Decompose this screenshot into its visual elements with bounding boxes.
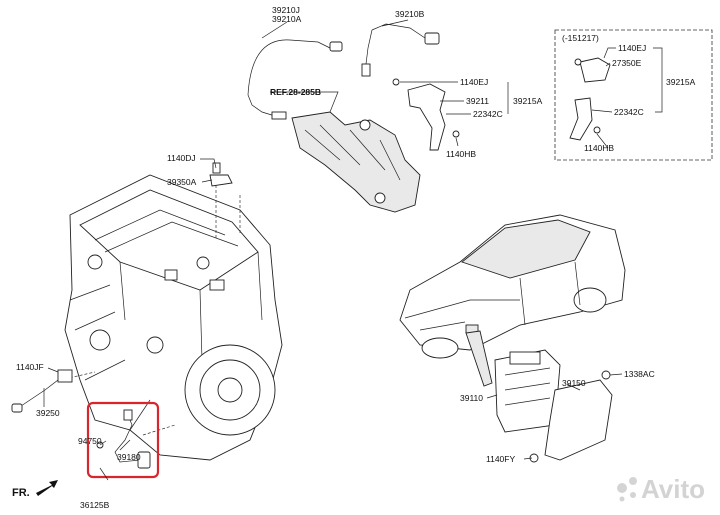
label-1338AC: 1338AC xyxy=(624,369,655,379)
engine-block xyxy=(64,174,283,461)
label-ref: REF.28-285B xyxy=(270,87,321,97)
label-39211: 39211 xyxy=(466,96,489,106)
label-22342C-inset: 22342C xyxy=(614,107,644,117)
label-1140HB-main: 1140HB xyxy=(446,149,476,159)
ecu-bracket xyxy=(529,370,613,463)
label-1140EJ-inset: 1140EJ xyxy=(618,43,646,53)
label-39350A: 39350A xyxy=(167,177,197,187)
watermark-text: Avito xyxy=(641,474,705,504)
exhaust-manifold xyxy=(291,111,421,213)
label-94750: 94750 xyxy=(78,436,102,446)
label-36125B: 36125B xyxy=(80,500,110,510)
cam-position-sensor xyxy=(209,162,233,187)
label-1140DJ: 1140DJ xyxy=(167,153,196,163)
label-27350E: 27350E xyxy=(612,58,642,68)
label-39215A-main: 39215A xyxy=(513,96,543,106)
car-illustration xyxy=(399,214,626,359)
sensor-bracket xyxy=(392,78,460,151)
label-39215A-inset: 39215A xyxy=(666,77,696,87)
label-1140JF: 1140JF xyxy=(16,362,44,372)
label-1140EJ-main: 1140EJ xyxy=(460,77,488,87)
label-39210J: 39210J xyxy=(272,5,300,15)
ecu-module xyxy=(494,349,561,433)
label-39250: 39250 xyxy=(36,408,60,418)
label-39210A: 39210A xyxy=(272,14,302,24)
front-arrow-icon xyxy=(36,480,58,496)
label-39180: 39180 xyxy=(117,452,141,462)
knock-sensor xyxy=(11,369,73,413)
oxygen-sensor-front xyxy=(247,39,343,120)
label-front: FR. xyxy=(12,487,30,499)
label-1140FY: 1140FY xyxy=(486,454,515,464)
inset-box xyxy=(554,29,713,161)
inset-title: (-151217) xyxy=(562,33,599,43)
part-labels: 39210J 39210A 39210B REF.28-285B 1140EJ … xyxy=(12,5,696,510)
label-39210B: 39210B xyxy=(395,9,425,19)
label-39110: 39110 xyxy=(460,393,483,403)
label-1140HB-inset: 1140HB xyxy=(584,143,614,153)
label-22342C-main: 22342C xyxy=(473,109,503,119)
label-39150: 39150 xyxy=(562,378,586,388)
leader-lines xyxy=(43,19,663,481)
oxygen-sensor-rear xyxy=(361,23,440,77)
highlight-box xyxy=(86,401,160,479)
avito-watermark: Avito xyxy=(617,474,705,504)
highlighted-sensor xyxy=(96,409,151,469)
